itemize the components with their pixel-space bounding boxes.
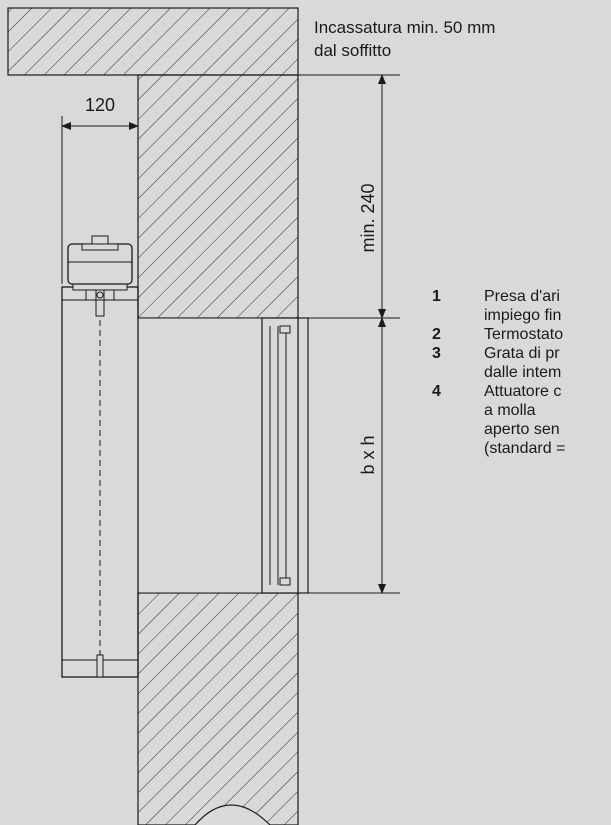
actuator-cap [81,243,119,251]
wall-upper-section [137,74,299,319]
legend-text-4-line-2: a molla [484,402,536,419]
recess-note-line-1: Incassatura min. 50 mm [314,18,495,37]
legend-number-4: 4 [432,383,441,400]
legend-text-1-line-1: Presa d'ari [484,288,560,305]
grille-clip-top [279,325,291,334]
floor-curve [194,804,271,825]
dim-120-label: 120 [85,95,115,115]
legend-text-3-line-1: Grata di pr [484,345,560,362]
legend-text-1-line-2: impiego fin [484,307,561,324]
grille-clip-bottom [279,577,291,586]
wall-lower-section [137,592,299,825]
legend-text-4-line-3: aperto sen [484,421,560,438]
legend-text-3-line-2: dalle intem [484,364,561,381]
recess-note-line-2: dal soffitto [314,41,391,60]
actuator-coupling-bolt [96,291,104,299]
damper-shaft-bottom [96,654,104,678]
legend-number-2: 2 [432,326,441,343]
ceiling-slab [7,7,299,76]
legend-number-3: 3 [432,345,441,362]
legend-text-4-line-1: Attuatore c [484,383,561,400]
actuator-base [72,283,128,291]
dim-min-240-label: min. 240 [358,183,378,252]
actuator-coupling [85,289,115,301]
actuator-top-knob [91,235,109,245]
grille-mounting-plate [297,317,309,594]
dim-bxh-label: b x h [358,435,378,474]
legend-text-4-line-4: (standard = [484,440,565,457]
legend-text-2-line-1: Termostato [484,326,563,343]
legend-number-1: 1 [432,288,441,305]
grille-frame [261,317,299,594]
